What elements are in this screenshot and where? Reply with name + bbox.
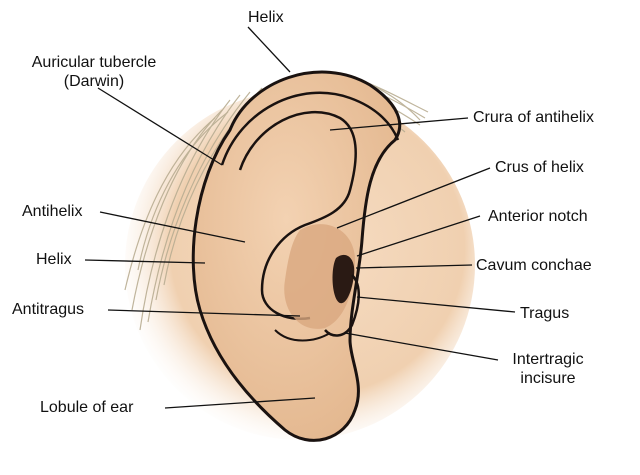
label-crus-of-helix: Crus of helix bbox=[495, 159, 584, 176]
antihelix-fold bbox=[238, 110, 357, 321]
leader-antihelix bbox=[99, 211, 246, 243]
leader-lobule bbox=[164, 397, 316, 409]
label-cavum-conchae: Cavum conchae bbox=[476, 257, 592, 274]
label-intertragic-line2: incisure bbox=[520, 370, 576, 387]
label-auricular-tubercle-line1: Auricular tubercle bbox=[31, 54, 157, 71]
antitragus-outline bbox=[274, 329, 331, 342]
leader-tragus bbox=[356, 296, 516, 313]
label-antihelix: Antihelix bbox=[22, 203, 83, 220]
helix-rim bbox=[220, 91, 400, 166]
ear-canal bbox=[332, 254, 355, 304]
label-helix-left: Helix bbox=[36, 251, 72, 268]
label-anterior-notch: Anterior notch bbox=[488, 208, 588, 225]
leader-anterior-notch bbox=[356, 215, 481, 257]
label-intertragic-line1: Intertragic bbox=[512, 351, 584, 368]
leader-helix-left bbox=[84, 259, 206, 264]
label-tragus: Tragus bbox=[520, 305, 570, 322]
leader-auricular-tubercle bbox=[97, 87, 223, 166]
label-intertragic-incisure: Intertragic incisure bbox=[498, 350, 598, 388]
label-lobule-of-ear: Lobule of ear bbox=[40, 399, 134, 416]
label-crura-of-antihelix: Crura of antihelix bbox=[473, 109, 594, 126]
label-antitragus: Antitragus bbox=[12, 301, 85, 318]
label-auricular-tubercle-line2: (Darwin) bbox=[63, 73, 125, 90]
leader-crura-of-antihelix bbox=[329, 117, 469, 131]
leader-cavum-conchae bbox=[355, 264, 473, 269]
concha-shading bbox=[284, 224, 355, 329]
leader-intertragic bbox=[344, 332, 499, 361]
label-helix-top: Helix bbox=[248, 9, 284, 26]
tragus-outline bbox=[324, 274, 360, 337]
leader-antitragus bbox=[107, 309, 301, 317]
label-auricular-tubercle: Auricular tubercle (Darwin) bbox=[4, 53, 184, 91]
leader-crus-of-helix bbox=[336, 167, 491, 229]
leader-helix-top bbox=[247, 26, 291, 73]
